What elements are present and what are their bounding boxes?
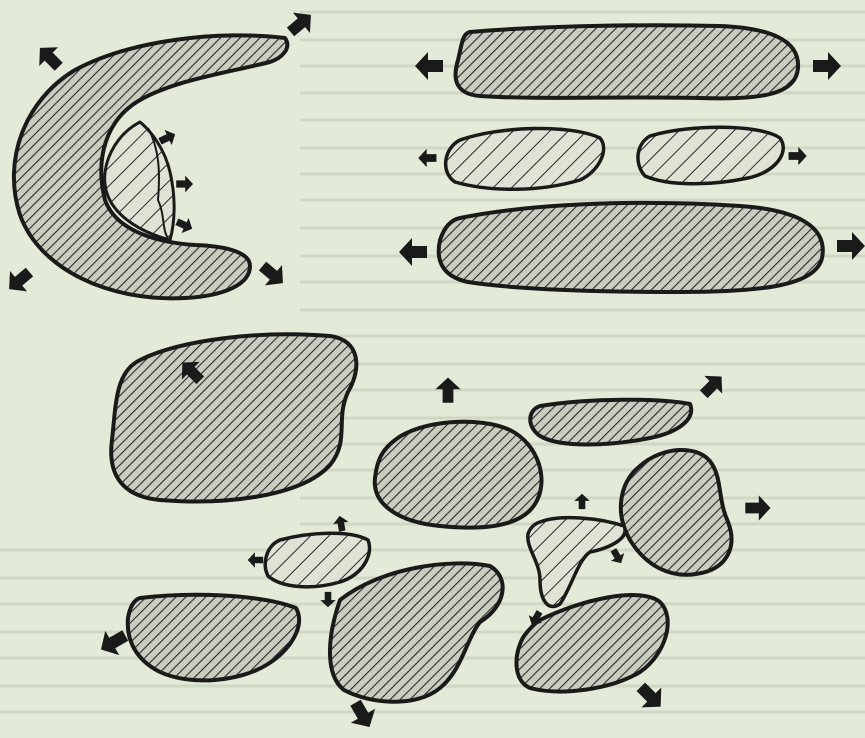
displacement-arrow-icon <box>176 176 193 193</box>
center-rounded-body <box>375 422 542 528</box>
displacement-arrow-icon <box>282 5 319 42</box>
displacement-arrow-icon <box>248 552 263 567</box>
large-rounded-body <box>111 334 356 501</box>
panel-curved-body <box>14 35 287 298</box>
displacement-arrow-icon <box>574 494 589 509</box>
lower-left-body <box>128 595 299 681</box>
displacement-arrow-icon <box>254 256 291 293</box>
top-thin-body <box>530 400 691 445</box>
displacement-arrow-icon <box>789 147 807 165</box>
panel-stacked-bodies <box>439 25 823 292</box>
displacement-arrow-icon <box>418 149 436 167</box>
displacement-arrow-icon <box>695 368 731 404</box>
bottom-right-body <box>516 595 667 691</box>
small-irregular-fragment <box>528 518 625 607</box>
displacement-arrow-icon <box>1 262 38 299</box>
displacement-arrow-icon <box>415 52 443 80</box>
displacement-arrow-icon <box>31 39 69 77</box>
top-elongated-body <box>456 25 799 98</box>
displacement-arrow-icon <box>399 238 427 266</box>
displacement-arrow-icon <box>813 52 841 80</box>
displacement-arrow-icon <box>173 214 195 236</box>
right-rounded-body <box>621 450 732 575</box>
middle-left-body <box>446 128 604 189</box>
middle-right-body <box>638 127 783 184</box>
bottom-elongated-body <box>439 203 823 292</box>
